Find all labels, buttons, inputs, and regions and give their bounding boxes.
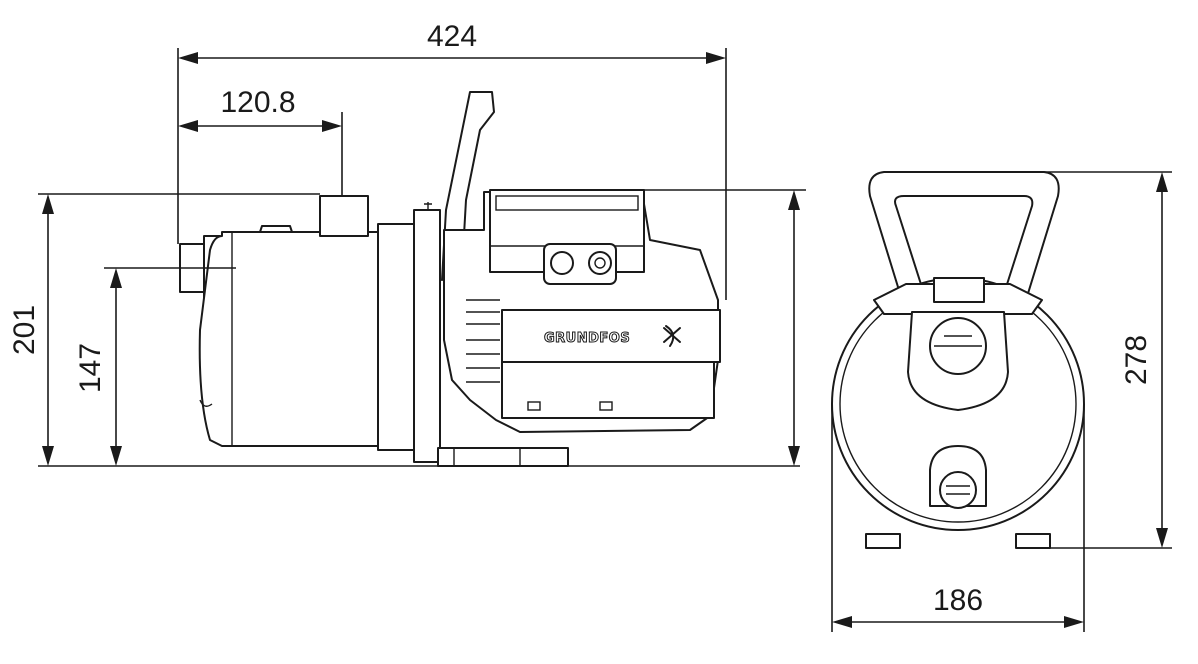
brand-label: GRUNDFOS [544,331,630,346]
dimension-height-outlet: 201 [8,193,320,466]
pump-front-view [831,171,1085,549]
base-foot-slots [453,448,521,466]
dimension-label-147: 147 [74,343,107,393]
front-foot-right [1015,533,1051,549]
front-foot-left [865,533,901,549]
cable-gland-right [588,251,612,275]
dimension-inlet-height: 147 [74,267,236,466]
front-top-block [933,277,985,303]
priming-plug [259,225,293,233]
dimension-motor-height [644,189,806,466]
base-foot [437,447,569,467]
dimension-label-186: 186 [933,584,983,617]
vent-slot-right [599,401,613,411]
cable-gland-left [550,251,574,275]
vent-slot-left [527,401,541,411]
dimension-overall-length: 424 [177,20,727,300]
dimension-label-278: 278 [1120,335,1153,385]
front-drain-plug [939,471,977,509]
dimension-overall-height: 278 [1044,171,1172,549]
front-outlet-thread [934,335,982,347]
brand-label-panel [501,309,721,363]
outlet-stub [319,195,369,237]
flange-bolt [424,202,432,210]
motor-lower-panel [501,361,715,419]
mounting-flange [413,209,441,463]
dimension-inlet-offset: 120.8 [178,86,343,196]
front-drain-slot [946,485,970,495]
housing-rear-collar [377,223,415,451]
drain-plug [199,399,213,407]
pump-housing [198,231,381,447]
terminal-box-lid [495,195,639,211]
brand-logo-icon [663,325,681,347]
dimension-label-424: 424 [427,20,477,53]
dimension-label-120-8: 120.8 [220,86,295,119]
dimension-overall-width: 186 [831,404,1085,632]
front-carry-handle [868,171,1060,301]
cable-gland-core [594,257,606,269]
pump-side-view: GRUNDFOS [179,91,721,467]
dimension-label-201: 201 [8,305,41,355]
motor-cooling-fins [466,299,500,383]
